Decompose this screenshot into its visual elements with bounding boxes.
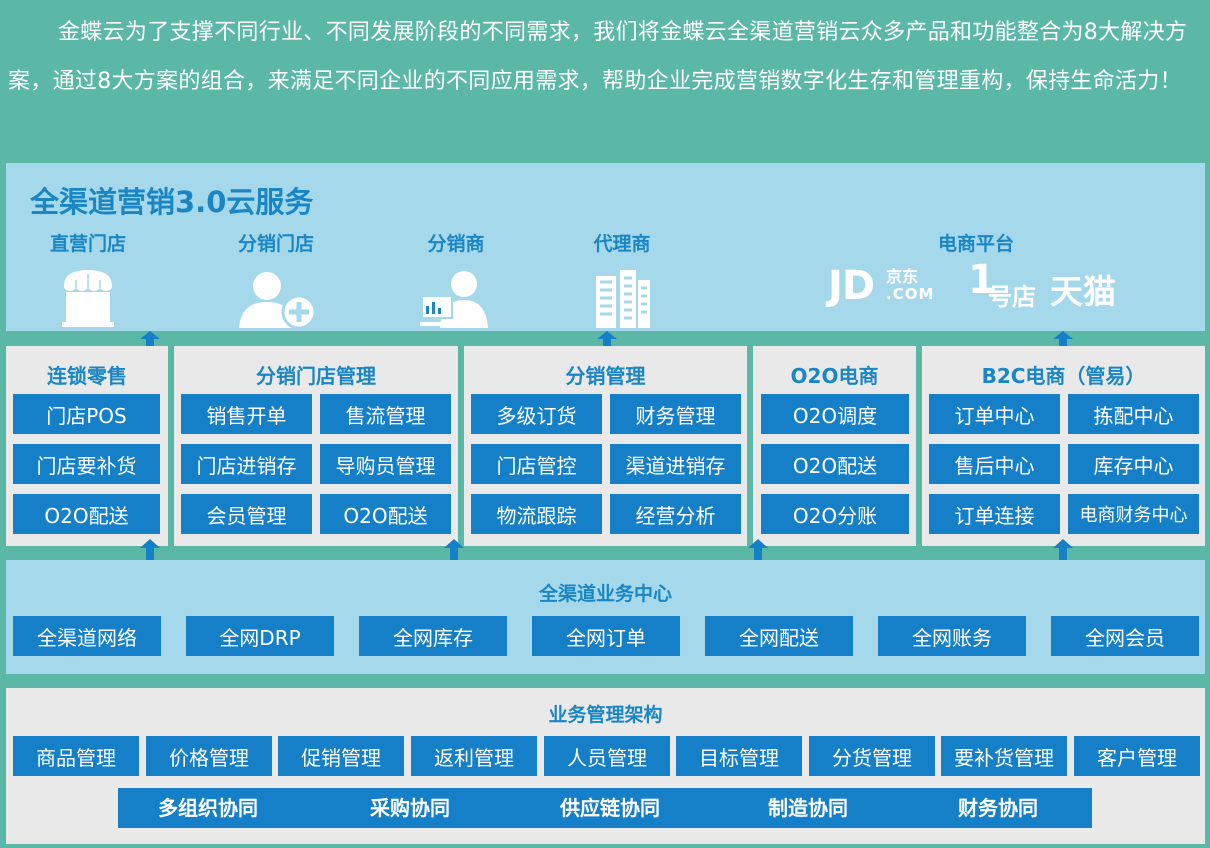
business-center-item: 全网会员	[1051, 616, 1199, 656]
collaboration-item: 多组织协同	[158, 796, 258, 820]
channel-label: 分销门店	[237, 233, 314, 255]
business-center-item: 全网账务	[878, 616, 1026, 656]
architecture-item: 目标管理	[676, 736, 802, 776]
channel-direct-store: 直营门店	[18, 229, 158, 330]
user-computer-icon	[420, 271, 488, 328]
collaboration-bar: 多组织协同 采购协同 供应链协同 制造协同 财务协同	[118, 788, 1092, 828]
module-cell: 门店管控	[471, 444, 602, 484]
jd-logo-com: .COM	[886, 285, 935, 303]
business-center-panel: 全渠道业务中心 全渠道网络 全网DRP 全网库存 全网订单 全网配送 全网账务 …	[6, 560, 1205, 674]
cloud-service-title: 全渠道营销3.0云服务	[30, 185, 314, 219]
module-cell: 导购员管理	[320, 444, 451, 484]
channel-distribution-store: 分销门店	[206, 229, 346, 330]
module-cell: 库存中心	[1068, 444, 1199, 484]
module-cell: O2O配送	[13, 494, 160, 534]
module-distribution-store-mgmt: 分销门店管理 销售开单 售流管理 门店进销存 导购员管理 会员管理 O2O配送	[174, 346, 458, 546]
business-center-item: 全网库存	[359, 616, 507, 656]
module-title: 连锁零售	[47, 364, 127, 388]
collaboration-item: 制造协同	[768, 796, 848, 820]
module-title: B2C电商（管易）	[981, 364, 1146, 388]
up-arrow-icon	[140, 331, 160, 347]
architecture-title: 业务管理架构	[548, 704, 663, 726]
channel-label: 分销商	[427, 233, 485, 255]
jd-logo-cn: 京东	[886, 267, 919, 286]
module-b2c-ecommerce: B2C电商（管易） 订单中心 拣配中心 售后中心 库存中心 订单连接 电商财务中…	[922, 346, 1205, 546]
channel-label: 代理商	[593, 233, 651, 255]
module-cell: 门店POS	[13, 394, 160, 434]
architecture-item: 客户管理	[1074, 736, 1200, 776]
business-center-item: 全网配送	[705, 616, 853, 656]
module-cell: 销售开单	[181, 394, 312, 434]
up-arrow-icon	[597, 331, 617, 347]
channel-ecommerce: 电商平台	[906, 229, 1046, 256]
user-add-icon	[239, 272, 317, 330]
module-cell: 物流跟踪	[471, 494, 602, 534]
module-cell: 门店要补货	[13, 444, 160, 484]
intro-text: 金蝶云为了支撑不同行业、不同发展阶段的不同需求，我们将金蝶云全渠道营销云众多产品…	[8, 20, 1188, 94]
architecture-item: 价格管理	[146, 736, 272, 776]
module-cell: 会员管理	[181, 494, 312, 534]
collaboration-item: 供应链协同	[560, 796, 660, 820]
yhd-logo-text: 号店	[988, 283, 1036, 311]
module-cell: O2O调度	[761, 394, 909, 434]
jd-logo: JD	[828, 263, 875, 309]
cloud-service-panel: 全渠道营销3.0云服务 直营门店 分销门店 分销商	[6, 163, 1205, 331]
building-icon	[596, 270, 650, 328]
module-cell: 售后中心	[929, 444, 1060, 484]
tmall-logo: 天猫	[1050, 272, 1116, 311]
module-title: O2O电商	[790, 364, 879, 388]
module-cell: O2O分账	[761, 494, 909, 534]
channel-agent: 代理商	[552, 229, 692, 330]
architecture-item: 人员管理	[544, 736, 670, 776]
module-cell: 订单连接	[929, 494, 1060, 534]
module-cell: O2O配送	[761, 444, 909, 484]
up-arrow-icon	[1053, 331, 1073, 347]
storefront-icon	[62, 270, 114, 327]
architecture-item: 返利管理	[411, 736, 537, 776]
module-cell: 门店进销存	[181, 444, 312, 484]
module-distribution-mgmt: 分销管理 多级订货 财务管理 门店管控 渠道进销存 物流跟踪 经营分析	[464, 346, 747, 546]
module-cell: 多级订货	[471, 394, 602, 434]
business-center-title: 全渠道业务中心	[538, 583, 672, 605]
business-center-item: 全网DRP	[186, 616, 334, 656]
module-o2o-ecommerce: O2O电商 O2O调度 O2O配送 O2O分账	[753, 346, 916, 546]
module-chain-retail: 连锁零售 门店POS 门店要补货 O2O配送	[6, 346, 168, 546]
channel-label: 电商平台	[937, 233, 1014, 255]
module-cell: 电商财务中心	[1068, 494, 1199, 534]
module-cell: 经营分析	[610, 494, 741, 534]
module-title: 分销管理	[565, 364, 646, 388]
module-cell: 财务管理	[610, 394, 741, 434]
collaboration-item: 财务协同	[958, 796, 1038, 820]
architecture-item: 分货管理	[809, 736, 935, 776]
module-cell: O2O配送	[320, 494, 451, 534]
module-cell: 拣配中心	[1068, 394, 1199, 434]
collaboration-item: 采购协同	[370, 796, 450, 820]
business-center-item: 全渠道网络	[13, 616, 161, 656]
channel-label: 直营门店	[49, 233, 126, 255]
architecture-item: 要补货管理	[941, 736, 1067, 776]
architecture-item: 促销管理	[278, 736, 404, 776]
module-cell: 渠道进销存	[610, 444, 741, 484]
business-center-item: 全网订单	[532, 616, 680, 656]
yhd-logo-number: 1	[968, 257, 996, 303]
architecture-item: 商品管理	[13, 736, 139, 776]
ecommerce-logos: JD 京东 .COM 1 号店 天猫	[828, 257, 1128, 311]
channel-distributor: 分销商	[386, 229, 526, 330]
module-cell: 订单中心	[929, 394, 1060, 434]
module-cell: 售流管理	[320, 394, 451, 434]
module-title: 分销门店管理	[256, 364, 376, 388]
